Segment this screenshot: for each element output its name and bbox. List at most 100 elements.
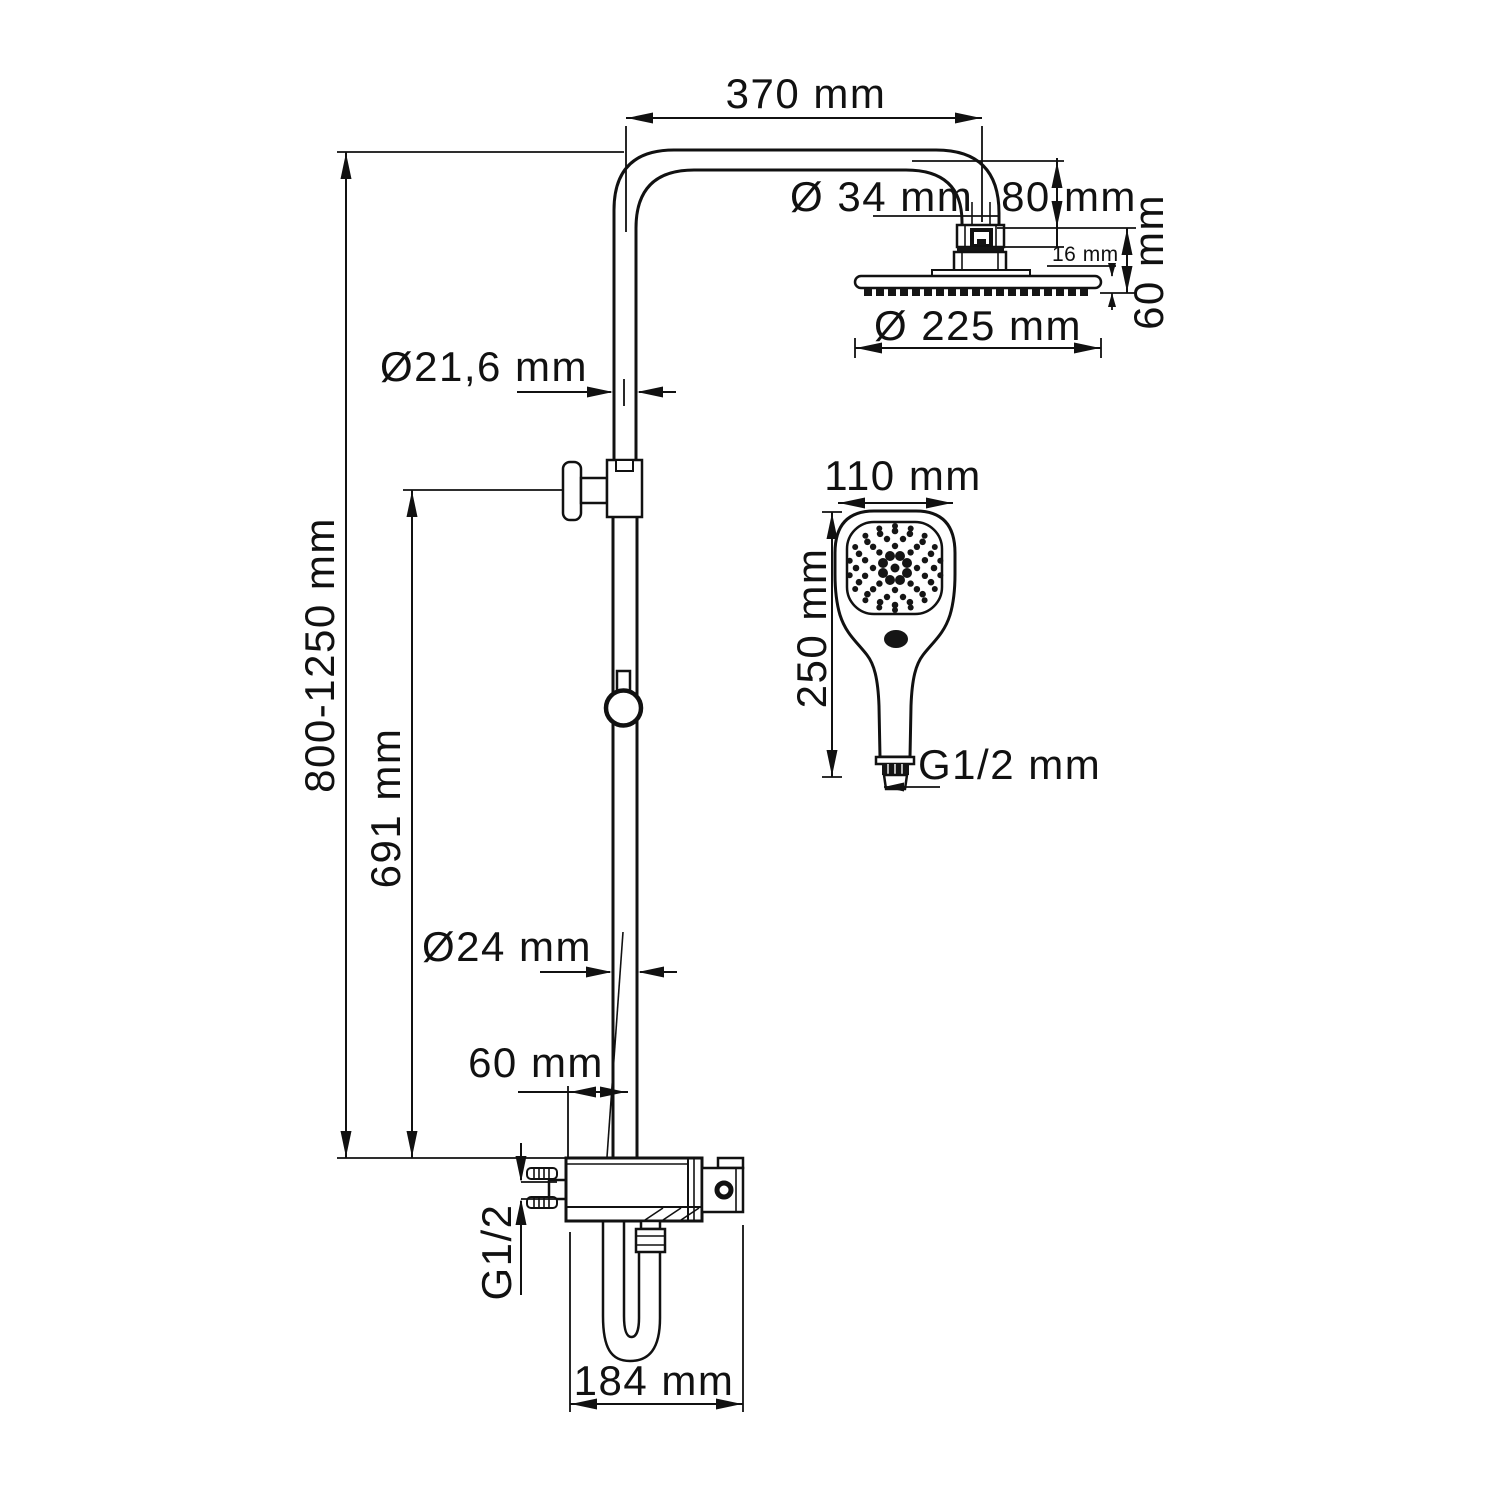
spray-dot [907,525,914,532]
label-riser-lower-diameter: Ø24 mm [422,923,592,970]
spray-dot [921,557,929,564]
label-mixer-pipe-offset: 60 mm [468,1039,604,1086]
spray-dot [907,580,914,587]
spray-dot [891,542,899,550]
spray-dot [927,550,935,558]
spray-dot [861,572,869,579]
spray-dot [876,525,883,532]
spray-dot [861,557,869,564]
arrow-left [884,782,904,792]
arm-outer-contour [612,148,1001,462]
dimension-riser-upper-diameter: Ø21,6 mm [380,343,676,406]
spray-dot [892,607,898,613]
spray-dot [852,564,860,572]
dimension-mixer-width: 184 mm [569,1225,744,1412]
arrow-up [515,1199,527,1225]
arrow-right [586,966,612,978]
label-mixer-width: 184 mm [574,1357,735,1404]
spray-dot [883,593,891,601]
dimension-handshower-thread: G1/2 mm [884,741,1101,792]
mixer-handle-dot [714,1180,734,1200]
spray-dot [895,575,905,585]
riser-and-arm [611,148,1001,1158]
head-connector-inner-mark [977,239,986,245]
spray-dot [876,549,883,556]
spray-dot [927,578,935,586]
mixer-handle-tab [716,1156,745,1170]
spray-dot [864,538,871,546]
arrow-up [1121,229,1133,255]
handshower-face [845,520,944,616]
spray-dot [931,586,938,592]
label-handshower-length: 250 mm [788,548,835,709]
head-connector-band [957,247,1004,252]
dimension-column-height: 800-1250 mm [296,151,624,1159]
arrow-down [406,1131,418,1157]
dimension-691: 691 mm [362,489,563,1158]
spray-dot [883,535,891,543]
arrow-right [1074,342,1100,354]
dimension-mixer-pipe-offset: 60 mm [468,1039,628,1158]
spray-dot [852,544,859,550]
handshower-front-view [833,509,957,791]
spray-dot [846,557,853,564]
spray-dot [891,601,899,609]
hose-outlet-nut-lines [636,1235,665,1246]
label-handshower-thread: G1/2 mm [918,741,1101,788]
slider-holder [561,458,644,522]
spray-dot [869,564,877,572]
dimension-head-height: 60 mm [1100,194,1172,330]
mixer-inlet-upper [526,1167,558,1180]
spray-dot [876,530,884,538]
end-ticks [822,511,842,778]
spray-dot [899,593,907,601]
dimension-arm-pipe-diameter: Ø 34 mm [790,173,999,220]
spray-dot [899,535,907,543]
spray-dot [919,538,926,546]
arrow-right [926,497,952,509]
arrow-right [955,112,981,124]
spray-dot [878,558,888,568]
arrow-left [856,342,882,354]
slider-knob [561,460,583,522]
label-arm-length: 370 mm [726,70,887,117]
arrow-up [826,513,838,539]
spray-dot [906,530,914,538]
arrow-left [637,386,663,398]
arrow-up [1051,162,1063,188]
mixer-inlet-upper-hatch [533,1168,550,1179]
spray-dot [878,568,888,578]
arrow-down [826,750,838,776]
arm-inner-contour [634,168,964,462]
label-holder-height: 691 mm [362,728,409,889]
spray-dot [876,598,884,606]
handshower-spray-dots [846,523,944,613]
label-head-height: 60 mm [1125,194,1172,330]
spray-dot [891,586,899,594]
label-head-diameter: Ø 225 mm [874,302,1082,349]
spray-dot [906,598,914,606]
arrow-left [839,497,865,509]
ext-line [625,126,983,232]
label-head-drop: 80 mm [1001,173,1137,220]
spray-dot [921,572,929,579]
arrow-down [515,1156,527,1182]
slider-knob-shaft [579,476,609,505]
ticks [521,1181,557,1200]
spray-dot [846,572,853,579]
spray-dot [930,564,938,572]
label-riser-upper-diameter: Ø21,6 mm [380,343,588,390]
spray-dot [855,550,863,558]
arrow-down-small [1108,263,1116,277]
arrow-right [587,386,613,398]
riser-knob [603,669,644,728]
mixer-assembly [526,1156,745,1363]
spray-dot [902,568,912,578]
arrow-left [627,112,653,124]
label-mixer-thread: G1/2 [473,1203,520,1300]
hose-outlet-nut [634,1227,667,1254]
dimension-handshower-length: 250 mm [788,511,842,778]
arrow-up-small [1108,293,1116,307]
spray-dot [891,527,899,535]
